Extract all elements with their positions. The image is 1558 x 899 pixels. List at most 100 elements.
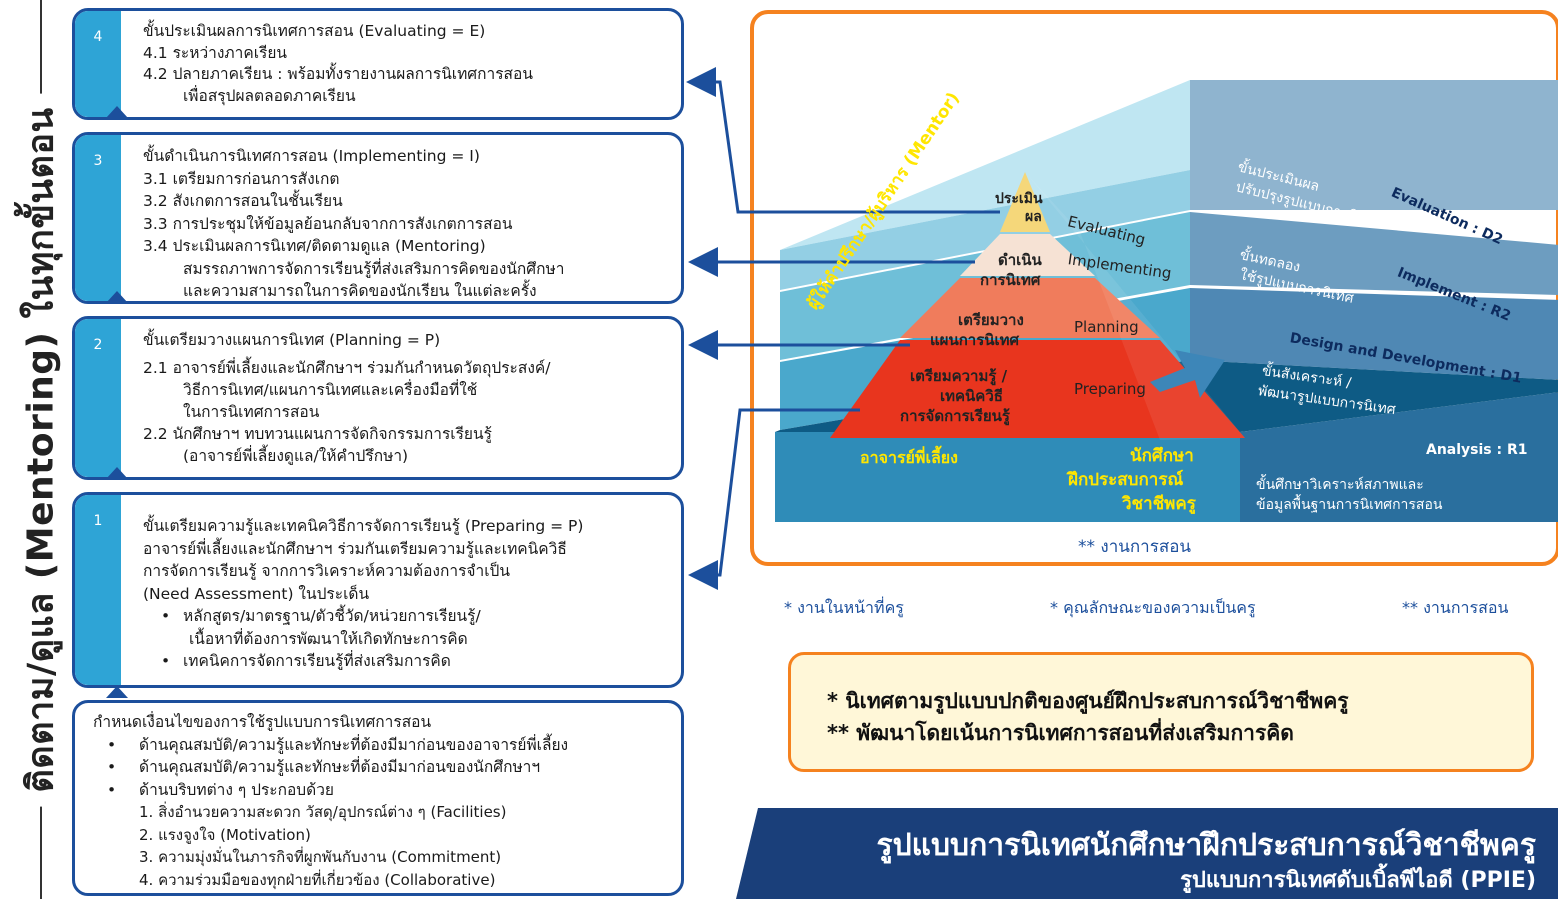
step-3-title: ขั้นดำเนินการนิเทศการสอน (Implementing =… (143, 147, 480, 165)
bullet-text: หลักสูตร/มาตรฐาน/ตัวชี้วัด/หน่วยการเรียน… (183, 607, 481, 625)
bullet-text: ด้านคุณสมบัติ/ความรู้และทักษะที่ต้องมีมา… (139, 758, 541, 776)
step-4-title: ขั้นประเมินผลการนิเทศการสอน (Evaluating … (143, 22, 486, 40)
numbered-item: 2. แรงจูงใจ (Motivation) (139, 825, 311, 844)
preparing-th-3: การจัดการเรียนรู้ (900, 407, 1010, 425)
step-bar (75, 11, 121, 117)
step-2-title: ขั้นเตรียมวางแผนการนิเทศ (Planning = P) (143, 331, 441, 349)
evaluating-th-1: ประเมิน (995, 191, 1043, 207)
step-2-box: 2 ขั้นเตรียมวางแผนการนิเทศ (Planning = P… (72, 316, 684, 480)
step-line: 3.1 เตรียมการก่อนการสังเกต (143, 169, 340, 188)
preparing-th-1: เตรียมความรู้ / (910, 367, 1008, 385)
step-bar (75, 135, 121, 301)
step-1-title: ขั้นเตรียมความรู้และเทคนิควิธีการจัดการเ… (143, 517, 584, 535)
step-line: (Need Assessment) ในประเด็น (143, 584, 370, 603)
student-label-1: นักศึกษา (1130, 446, 1194, 466)
conditions-text: กำหนดเงื่อนไขของการใช้รูปแบบการนิเทศการส… (93, 711, 675, 891)
title-main: รูปแบบการนิเทศนักศึกษาฝึกประสบการณ์วิชาช… (876, 828, 1536, 863)
layer-implement-right (1190, 212, 1558, 295)
step-4-text: ขั้นประเมินผลการนิเทศการสอน (Evaluating … (143, 21, 675, 107)
bullet-continuation: เนื้อหาที่ต้องการพัฒนาให้เกิดทักษะการคิด (189, 629, 468, 648)
pyramid-implementing (960, 234, 1095, 276)
preparing-th-2: เทคนิควิธี (940, 387, 1003, 405)
bullet-item: •เทคนิคการจัดการเรียนรู้ที่ส่งเสริมการคิ… (161, 652, 451, 670)
layer-analysis-left (775, 432, 1240, 522)
step-4-box: 4 ขั้นประเมินผลการนิเทศการสอน (Evaluatin… (72, 8, 684, 120)
step-number: 1 (93, 513, 103, 529)
layer-analysis-th-1: ขั้นศึกษาวิเคราะห์สภาพและ (1256, 477, 1424, 493)
student-label-3: วิชาชีพครู (1122, 494, 1196, 514)
implementing-th-2: การนิเทศ (980, 271, 1041, 289)
note-box: * นิเทศตามรูปแบบปกติของศูนย์ฝึกประสบการณ… (788, 652, 1534, 772)
numbered-item: 3. ความมุ่งมั่นในภารกิจที่ผูกพันกับงาน (… (139, 848, 502, 866)
title-band-bg (736, 808, 1558, 899)
preparing-en: Preparing (1074, 380, 1146, 398)
up-arrow-icon (106, 291, 128, 303)
planning-th-1: เตรียมวาง (958, 311, 1024, 329)
bullet-text: เทคนิคการจัดการเรียนรู้ที่ส่งเสริมการคิด (183, 652, 451, 670)
up-arrow-icon (106, 106, 128, 118)
pyramid-preparing (830, 340, 1245, 438)
step-line: 3.4 ประเมินผลการนิเทศ/ติดตามดูแล (Mentor… (143, 237, 486, 255)
step-line: อาจารย์พี่เลี้ยงและนักศึกษาฯ ร่วมกันเตรี… (143, 539, 567, 558)
step-3-text: ขั้นดำเนินการนิเทศการสอน (Implementing =… (143, 145, 675, 301)
layer-analysis-right (1240, 392, 1558, 522)
conditions-box: กำหนดเงื่อนไขของการใช้รูปแบบการนิเทศการส… (72, 700, 684, 896)
step-line: และความสามารถในการคิดของนักเรียน ในแต่ละ… (183, 282, 537, 300)
step-3-box: 3 ขั้นดำเนินการนิเทศการสอน (Implementing… (72, 132, 684, 304)
step-line: 4.1 ระหว่างภาคเรียน (143, 43, 288, 62)
step-number: 3 (93, 153, 103, 169)
arrow-evaluating-to-step4 (686, 67, 1000, 214)
frame-caption: ** งานการสอน (1078, 537, 1192, 557)
feedback-arrow-icon (1150, 350, 1225, 398)
step-line: 3.3 การประชุมให้ข้อมูลย้อนกลับจากการสังเ… (143, 214, 513, 233)
step-line: 4.2 ปลายภาคเรียน : พร้อมทั้งรายงานผลการน… (143, 65, 533, 83)
mentor-teacher-label: อาจารย์พี่เลี้ยง (860, 448, 958, 467)
step-bar (75, 495, 121, 685)
step-line: วิธีการนิเทศ/แผนการนิเทศและเครื่องมือที่… (183, 381, 478, 399)
step-number: 2 (93, 337, 103, 353)
planning-en: Planning (1074, 318, 1139, 336)
step-line: 2.2 นักศึกษาฯ ทบทวนแผนการจัดกิจกรรมการเร… (143, 425, 492, 443)
bullet-item: •ด้านคุณสมบัติ/ความรู้และทักษะที่ต้องมีม… (107, 735, 569, 754)
layer-evaluation-right (1190, 80, 1558, 210)
legend-teacher-qualities: * คุณลักษณะของความเป็นครู (1050, 598, 1256, 617)
bullet-item: •ด้านบริบทต่าง ๆ ประกอบด้วย (107, 780, 334, 799)
title-sub: รูปแบบการนิเทศดับเบิ้ลพีไอดี (PPIE) (1180, 868, 1536, 893)
layer-analysis-th-2: ข้อมูลพื้นฐานการนิเทศการสอน (1256, 497, 1443, 513)
arrow-preparing-to-step1 (688, 408, 860, 590)
evaluating-th-2: ผล (1025, 209, 1042, 225)
step-line: เพื่อสรุปผลตลอดภาคเรียน (183, 86, 356, 105)
student-label-2: ฝึกประสบการณ์ (1068, 470, 1184, 490)
note-line-2: ** พัฒนาโดยเน้นการนิเทศการสอนที่ส่งเสริม… (827, 721, 1294, 745)
step-line: การจัดการเรียนรู้ จากการวิเคราะห์ความต้อ… (143, 562, 510, 580)
up-arrow-icon (106, 467, 128, 479)
step-number: 4 (93, 29, 103, 45)
numbered-item: 1. สิ่งอำนวยความสะดวก วัสดุ/อุปกรณ์ต่าง … (139, 803, 507, 821)
step-line: สมรรถภาพการจัดการเรียนรู้ที่ส่งเสริมการค… (183, 259, 565, 278)
legend-teaching-work: ** งานการสอน (1402, 598, 1509, 617)
layer-design-right (1190, 288, 1558, 380)
bullet-text: ด้านบริบทต่าง ๆ ประกอบด้วย (139, 780, 334, 799)
layer-analysis-en: Analysis : R1 (1426, 442, 1528, 458)
step-line: (อาจารย์พี่เลี้ยงดูแล/ให้คำปรึกษา) (183, 447, 409, 465)
conditions-title: กำหนดเงื่อนไขของการใช้รูปแบบการนิเทศการส… (93, 713, 432, 731)
pyramid-evaluating (1000, 172, 1050, 232)
bullet-item: •ด้านคุณสมบัติ/ความรู้และทักษะที่ต้องมีม… (107, 758, 541, 776)
note-line-1: * นิเทศตามรูปแบบปกติของศูนย์ฝึกประสบการณ… (827, 689, 1349, 713)
bullet-text: ด้านคุณสมบัติ/ความรู้และทักษะที่ต้องมีมา… (139, 735, 569, 754)
pyramid-planning (900, 278, 1160, 338)
step-1-text: ขั้นเตรียมความรู้และเทคนิควิธีการจัดการเ… (143, 515, 675, 673)
title-band: รูปแบบการนิเทศนักศึกษาฝึกประสบการณ์วิชาช… (736, 808, 1558, 899)
step-2-text: ขั้นเตรียมวางแผนการนิเทศ (Planning = P) … (143, 329, 675, 467)
step-1-box: 1 ขั้นเตรียมความรู้และเทคนิควิธีการจัดกา… (72, 492, 684, 688)
step-line: 3.2 สังเกตการสอนในชั้นเรียน (143, 192, 343, 210)
planning-th-2: แผนการนิเทศ (930, 331, 1020, 349)
numbered-item: 4. ความร่วมมือของทุกฝ่ายที่เกี่ยวข้อง (C… (139, 870, 496, 889)
layer-evaluation-left (780, 170, 1190, 290)
step-line: ในการนิเทศการสอน (183, 403, 320, 421)
legend-teacher-duty: * งานในหน้าที่ครู (784, 598, 904, 617)
bullet-item: •หลักสูตร/มาตรฐาน/ตัวชี้วัด/หน่วยการเรีย… (161, 607, 481, 625)
step-bar (75, 319, 121, 477)
step-line: 2.1 อาจารย์พี่เลี้ยงและนักศึกษาฯ ร่วมกัน… (143, 359, 551, 377)
